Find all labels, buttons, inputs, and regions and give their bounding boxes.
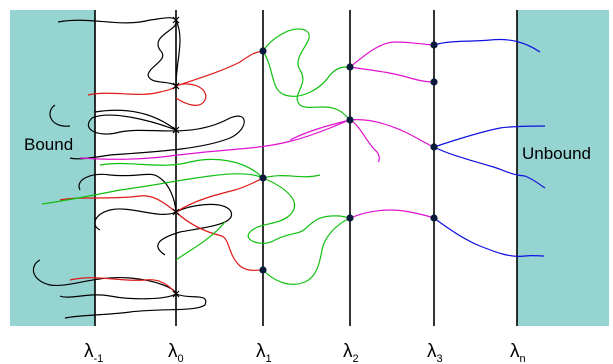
unbound-label: Unbound <box>522 144 591 163</box>
red-trajectories <box>59 50 264 295</box>
node <box>346 116 354 124</box>
lambda-2-label: λ2 <box>343 341 359 364</box>
lambda-3-label: λ3 <box>427 341 443 364</box>
lambda-1-label: λ1 <box>256 341 272 364</box>
node <box>259 47 267 55</box>
cross-marker <box>172 82 180 90</box>
cross-marker <box>172 208 180 216</box>
unbound-region <box>517 10 609 326</box>
node <box>259 174 267 182</box>
cross-marker <box>172 126 180 134</box>
blue-trajectories <box>433 38 546 257</box>
black-trajectories <box>32 17 245 319</box>
green-trajectories <box>41 28 351 285</box>
node <box>430 143 438 151</box>
node <box>430 78 438 86</box>
bound-region <box>10 10 95 326</box>
cross-marker <box>172 16 180 24</box>
interface-lines <box>94 10 518 326</box>
cross-marker <box>172 290 180 298</box>
magenta-trajectories <box>79 41 435 219</box>
node <box>346 214 354 222</box>
crossing-markers <box>172 16 180 298</box>
node <box>430 214 438 222</box>
node <box>430 41 438 49</box>
node <box>346 63 354 71</box>
lambda-minus1-label: λ-1 <box>84 341 103 364</box>
node <box>259 266 267 274</box>
bound-label: Bound <box>24 135 73 154</box>
interface-nodes <box>259 41 438 274</box>
lambda-n-label: λn <box>510 341 526 364</box>
lambda-0-label: λ0 <box>168 341 184 364</box>
